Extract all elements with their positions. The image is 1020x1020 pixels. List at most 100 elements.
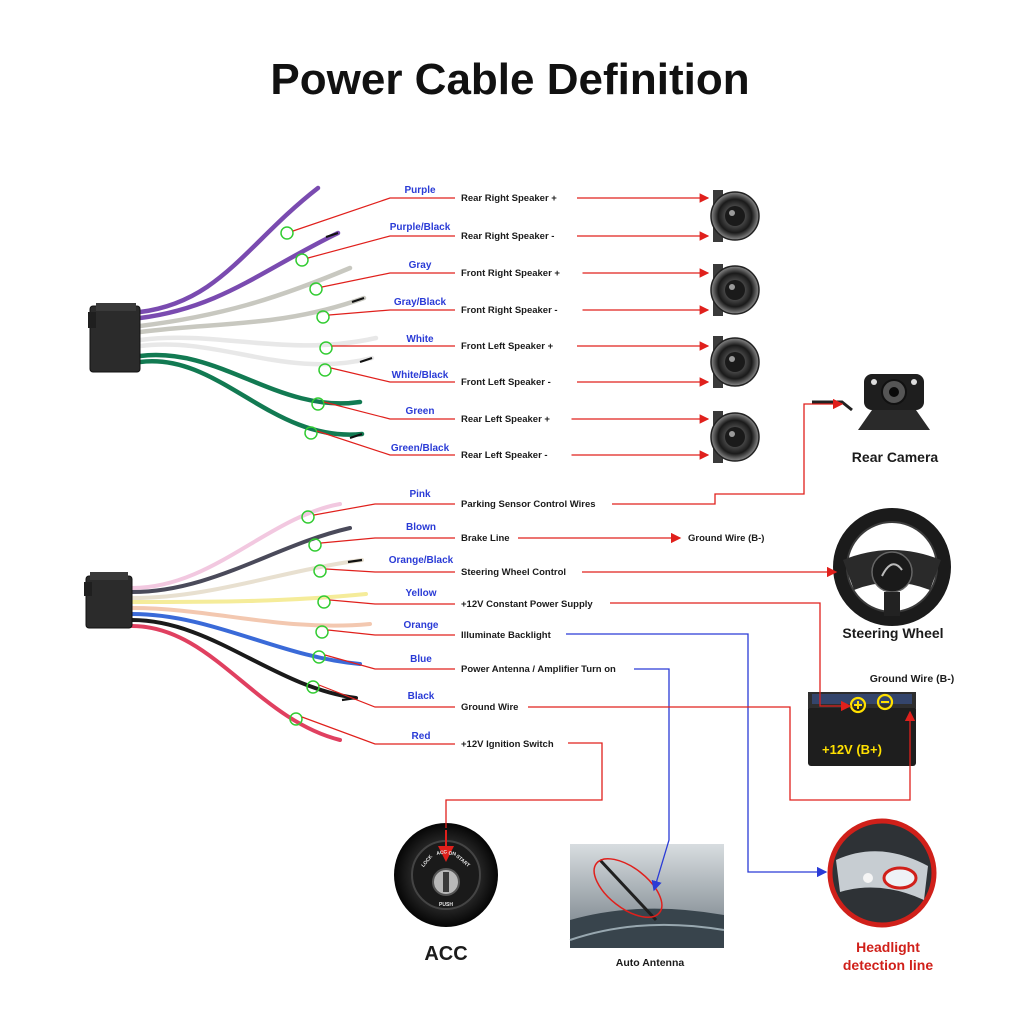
wire-marker-circle bbox=[315, 625, 329, 639]
wire-color-label: Red bbox=[412, 731, 431, 742]
speaker-icons bbox=[710, 190, 760, 463]
speaker-connector bbox=[88, 303, 141, 373]
battery-icon bbox=[808, 692, 916, 766]
leader-line bbox=[316, 430, 455, 456]
leader-line bbox=[301, 716, 455, 745]
wire-color-label: Pink bbox=[409, 489, 431, 500]
speaker-wire bbox=[137, 185, 321, 315]
battery-positive-label: +12V (B+) bbox=[822, 742, 882, 757]
power-connector bbox=[84, 572, 133, 629]
speaker-wire bbox=[137, 295, 367, 335]
wire-color-label: Orange/Black bbox=[389, 555, 454, 566]
speaker-wire bbox=[137, 335, 379, 348]
wire-function-label: Parking Sensor Control Wires bbox=[461, 499, 596, 510]
leader-line bbox=[328, 309, 455, 316]
wire-marker-circle bbox=[280, 226, 294, 240]
wire-marker-circle bbox=[313, 564, 327, 578]
wire-function-label: Rear Left Speaker + bbox=[461, 414, 550, 425]
wire-color-label: Purple bbox=[404, 185, 436, 196]
leader-line bbox=[323, 401, 455, 420]
wire-function-label: Illuminate Backlight bbox=[461, 630, 552, 641]
leader-line bbox=[313, 503, 455, 516]
wire-color-label: Gray bbox=[409, 260, 432, 271]
wire-marker-circle bbox=[312, 650, 326, 664]
auto-antenna-image bbox=[569, 844, 725, 948]
wire-marker-circle bbox=[295, 253, 309, 267]
wire-marker-circle bbox=[306, 680, 320, 694]
wire-function-label: Rear Right Speaker - bbox=[461, 231, 554, 242]
leader-line bbox=[320, 537, 455, 544]
wire-marker-circle bbox=[289, 712, 303, 726]
wire-function-label: Ground Wire bbox=[461, 702, 518, 713]
acc-label: ACC bbox=[424, 943, 467, 965]
leader-line bbox=[327, 629, 455, 636]
ignition-key-position-label: ACC bbox=[436, 849, 448, 857]
power-wire bbox=[130, 624, 342, 742]
headlight-label-line1: Headlight bbox=[856, 939, 920, 955]
wire-color-label: Green bbox=[406, 406, 435, 417]
speaker-wire bbox=[137, 230, 341, 321]
wire-marker-circle bbox=[317, 595, 331, 609]
steering-wheel-label: Steering Wheel bbox=[842, 625, 943, 641]
headlight-icon bbox=[827, 818, 937, 928]
headlight-label-line2: detection line bbox=[843, 957, 933, 973]
wire-function-label: Front Left Speaker - bbox=[461, 377, 551, 388]
wire-function-label: +12V Ignition Switch bbox=[461, 739, 554, 750]
power-wire bbox=[130, 502, 342, 590]
power-wire bbox=[130, 618, 358, 700]
wire-color-label: Gray/Black bbox=[394, 297, 447, 308]
speaker-icon bbox=[710, 411, 760, 463]
speaker-wire bbox=[137, 342, 375, 367]
wire-marker-circle bbox=[308, 538, 322, 552]
leader-line bbox=[329, 599, 455, 605]
leader-line bbox=[325, 568, 455, 573]
rear-camera-label: Rear Camera bbox=[852, 449, 939, 465]
wire-function-label: Brake Line bbox=[461, 533, 510, 544]
wire-function-label: Front Right Speaker - bbox=[461, 305, 558, 316]
wire-function-label: Steering Wheel Control bbox=[461, 567, 566, 578]
power-wire bbox=[130, 592, 368, 604]
wire-marker-circle bbox=[309, 282, 323, 296]
wire-function-label: Power Antenna / Amplifier Turn on bbox=[461, 664, 616, 675]
page-title: Power Cable Definition bbox=[270, 55, 749, 104]
wire-color-label: Purple/Black bbox=[390, 222, 451, 233]
rear-camera-icon bbox=[812, 374, 930, 430]
wire-color-label: Green/Black bbox=[391, 443, 450, 454]
wire-color-label: Black bbox=[408, 691, 435, 702]
ignition-key-icon bbox=[394, 823, 498, 927]
brake-target-label: Ground Wire (B-) bbox=[688, 533, 764, 544]
power-wire bbox=[130, 606, 372, 628]
wire-function-label: Front Left Speaker + bbox=[461, 341, 554, 352]
wire-function-label: Rear Left Speaker - bbox=[461, 450, 548, 461]
leader-line bbox=[324, 654, 455, 670]
wire-color-label: White/Black bbox=[392, 370, 449, 381]
wire-color-label: Orange bbox=[403, 620, 438, 631]
leader-line bbox=[292, 197, 455, 232]
ignition-key-position-label: PUSH bbox=[439, 902, 453, 908]
battery-ground-label: Ground Wire (B-) bbox=[870, 673, 954, 685]
wire-color-label: Yellow bbox=[405, 588, 436, 599]
power-wire bbox=[130, 612, 362, 666]
speaker-icon bbox=[710, 336, 760, 388]
wire-color-label: Blue bbox=[410, 654, 432, 665]
speaker-wire bbox=[137, 265, 353, 329]
routing-lines bbox=[445, 398, 916, 892]
wire-color-label: Blown bbox=[406, 522, 436, 533]
wire-function-label: Rear Right Speaker + bbox=[461, 193, 557, 204]
power-wire bbox=[130, 526, 352, 594]
wire-marker-circle bbox=[316, 310, 330, 324]
wire-marker-circle bbox=[301, 510, 315, 524]
speaker-wire bbox=[137, 358, 365, 437]
leader-line bbox=[307, 235, 455, 259]
wire-color-label: White bbox=[406, 334, 434, 345]
speaker-icon bbox=[710, 264, 760, 316]
wire-marker-circle bbox=[319, 341, 333, 355]
auto-antenna-label: Auto Antenna bbox=[616, 957, 685, 969]
leader-line bbox=[321, 272, 455, 288]
power-wire bbox=[130, 558, 364, 600]
wire-marker-circle bbox=[318, 363, 332, 377]
speaker-icon bbox=[710, 190, 760, 242]
